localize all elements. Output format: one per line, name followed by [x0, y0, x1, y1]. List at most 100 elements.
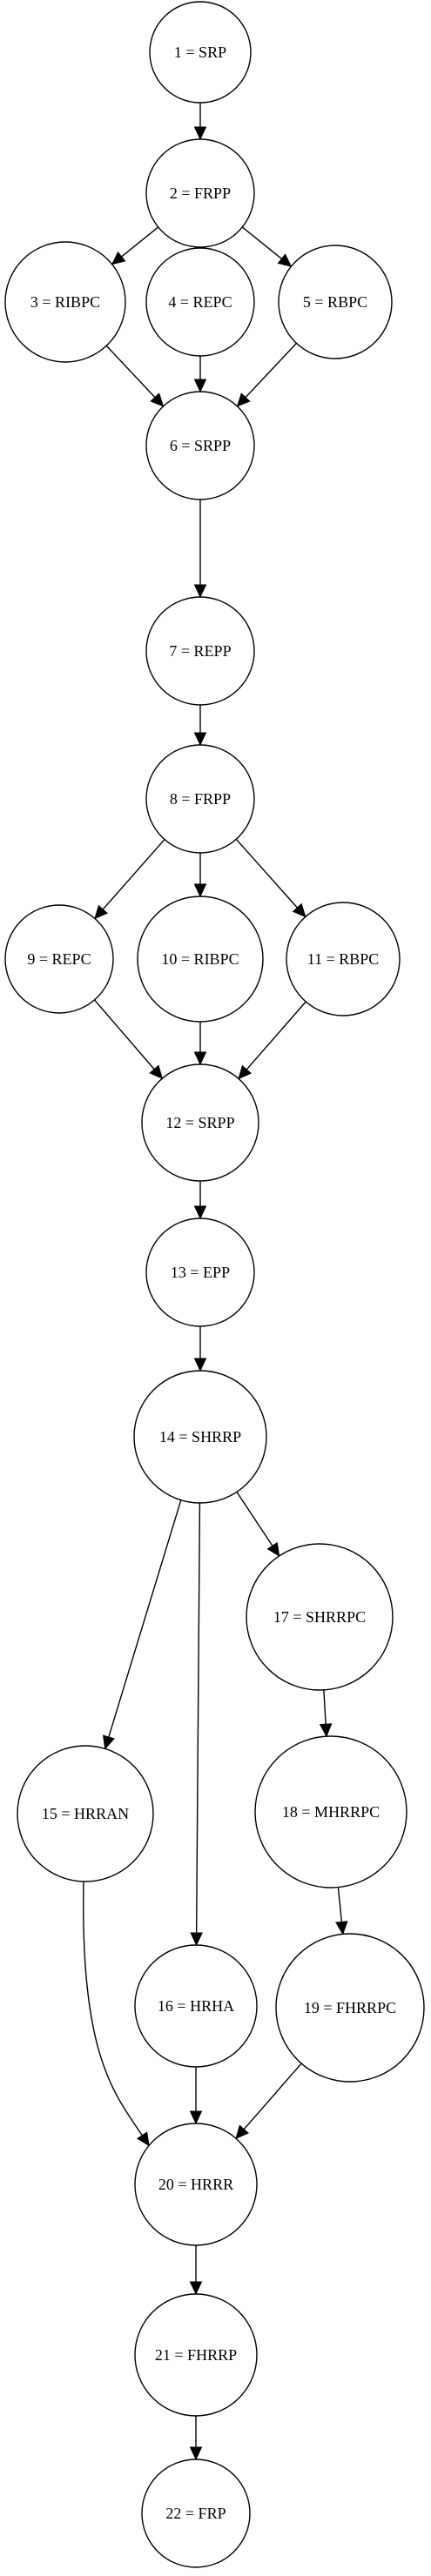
edge-14-to-16: [190, 1502, 203, 1947]
node-circle: [145, 138, 255, 248]
node-label: 19 = FHRRPC: [304, 1999, 396, 2016]
node-16: 16 = HRHA: [134, 1944, 258, 2068]
node-8: 8 = FRPP: [145, 744, 255, 854]
node-circle: [149, 1, 252, 104]
edge-11-to-12: [238, 1001, 306, 1080]
node-3: 3 = RIBPC: [4, 241, 126, 363]
edge-15-to-20: [83, 1881, 150, 2147]
node-4: 4 = REPC: [145, 247, 255, 357]
arrowhead-icon: [111, 251, 126, 265]
node-circle: [145, 1218, 255, 1327]
edge-1-to-2: [193, 103, 207, 141]
arrowhead-icon: [193, 732, 207, 747]
node-label: 8 = FRPP: [170, 790, 231, 808]
node-circle: [137, 896, 264, 1023]
node-circle: [246, 1543, 394, 1691]
edge-line: [108, 1499, 182, 1738]
arrowhead-icon: [103, 1734, 115, 1750]
node-label: 6 = SRPP: [170, 437, 231, 454]
node-circle: [145, 744, 255, 854]
edge-7-to-8: [193, 705, 207, 747]
node-21: 21 = FHRRP: [134, 2293, 258, 2417]
node-label: 16 = HRHA: [158, 1997, 234, 2015]
node-label: 2 = FRPP: [170, 184, 231, 202]
node-label: 5 = RBPC: [303, 293, 367, 311]
edge-18-to-19: [335, 1887, 348, 1935]
edge-20-to-21: [189, 2245, 203, 2296]
edge-line: [83, 1881, 143, 2137]
arrowhead-icon: [189, 2281, 203, 2296]
edge-line: [337, 1887, 343, 1922]
arrowhead-icon: [292, 902, 306, 918]
arrowhead-icon: [238, 1064, 253, 1080]
edge-line: [241, 226, 282, 259]
edge-8-to-10: [193, 853, 207, 898]
edge-3-to-6: [105, 345, 165, 407]
diagram-nodes: 1 = SRP 2 = FRPP 3 = RIBPC 4 = REPC 5 = RBPC…: [4, 1, 425, 2568]
node-label: 10 = RIBPC: [161, 950, 239, 968]
edge-19-to-20: [235, 2063, 302, 2140]
edge-line: [93, 999, 155, 1070]
node-11: 11 = RBPC: [286, 902, 401, 1016]
edge-12-to-13: [193, 1181, 207, 1220]
node-label: 1 = SRP: [174, 44, 226, 61]
node-circle: [141, 1063, 259, 1182]
edge-8-to-9: [94, 839, 165, 920]
node-circle: [254, 1735, 407, 1888]
arrowhead-icon: [193, 1051, 207, 1066]
node-22: 22 = FRP: [141, 2459, 251, 2568]
arrowhead-icon: [150, 392, 165, 407]
node-circle: [4, 904, 114, 1014]
node-18: 18 = MHRRPC: [254, 1735, 407, 1888]
node-circle: [145, 391, 255, 500]
edge-13-to-14: [193, 1326, 207, 1372]
node-circle: [4, 241, 126, 363]
edge-17-to-18: [319, 1689, 333, 1738]
node-5: 5 = RBPC: [278, 245, 393, 359]
node-10: 10 = RIBPC: [137, 896, 264, 1023]
arrowhead-icon: [149, 1064, 164, 1080]
node-label: 18 = MHRRPC: [282, 1803, 380, 1821]
arrowhead-icon: [190, 1932, 203, 1947]
node-label: 9 = REPC: [27, 950, 91, 968]
arrowhead-icon: [193, 584, 207, 599]
arrowhead-icon: [266, 1541, 280, 1557]
node-2: 2 = FRPP: [145, 138, 255, 248]
edge-6-to-7: [193, 500, 207, 599]
edge-line: [243, 2063, 302, 2130]
arrowhead-icon: [193, 126, 207, 141]
edge-line: [323, 1689, 327, 1725]
node-circle: [134, 2293, 258, 2417]
node-15: 15 = HRRAN: [17, 1745, 154, 1882]
node-label: 22 = FRP: [165, 2505, 226, 2522]
node-label: 12 = SRPP: [165, 1114, 234, 1131]
arrowhead-icon: [235, 2124, 250, 2140]
edge-line: [102, 839, 165, 910]
node-circle: [145, 596, 255, 706]
node-12: 12 = SRPP: [141, 1063, 259, 1182]
edge-line: [245, 342, 298, 399]
node-circle: [278, 245, 393, 359]
node-6: 6 = SRPP: [145, 391, 255, 500]
node-9: 9 = REPC: [4, 904, 114, 1014]
edge-9-to-12: [93, 999, 164, 1080]
node-circle: [17, 1745, 154, 1882]
edge-line: [121, 226, 159, 258]
edge-10-to-12: [193, 1022, 207, 1066]
node-circle: [275, 1933, 425, 2083]
edge-line: [195, 1502, 201, 1934]
edge-line: [105, 345, 156, 399]
node-label: 7 = REPP: [169, 642, 231, 660]
edge-line: [246, 1001, 306, 1070]
node-1: 1 = SRP: [149, 1, 252, 104]
node-label: 20 = HRRR: [158, 2176, 233, 2193]
edge-2-to-3: [111, 226, 159, 265]
diagram-edges: [83, 103, 348, 2461]
node-label: 3 = RIBPC: [30, 293, 100, 311]
node-circle: [286, 902, 401, 1016]
node-label: 4 = REPC: [168, 293, 232, 311]
arrowhead-icon: [193, 1205, 207, 1220]
node-label: 15 = HRRAN: [42, 1805, 129, 1822]
node-label: 14 = SHRRP: [159, 1428, 241, 1446]
